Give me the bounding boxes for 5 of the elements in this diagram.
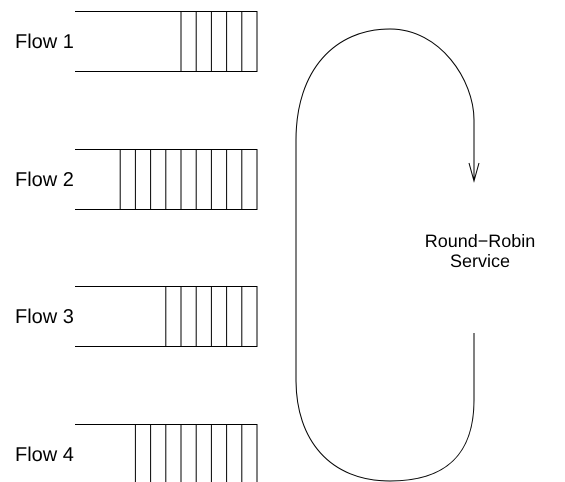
flow-label: Flow 2 [15, 170, 74, 190]
service-label: Round−Robin Service [424, 231, 536, 271]
flow-label: Flow 4 [15, 445, 74, 465]
flow-label: Flow 1 [15, 32, 74, 52]
flow-label: Flow 3 [15, 307, 74, 327]
